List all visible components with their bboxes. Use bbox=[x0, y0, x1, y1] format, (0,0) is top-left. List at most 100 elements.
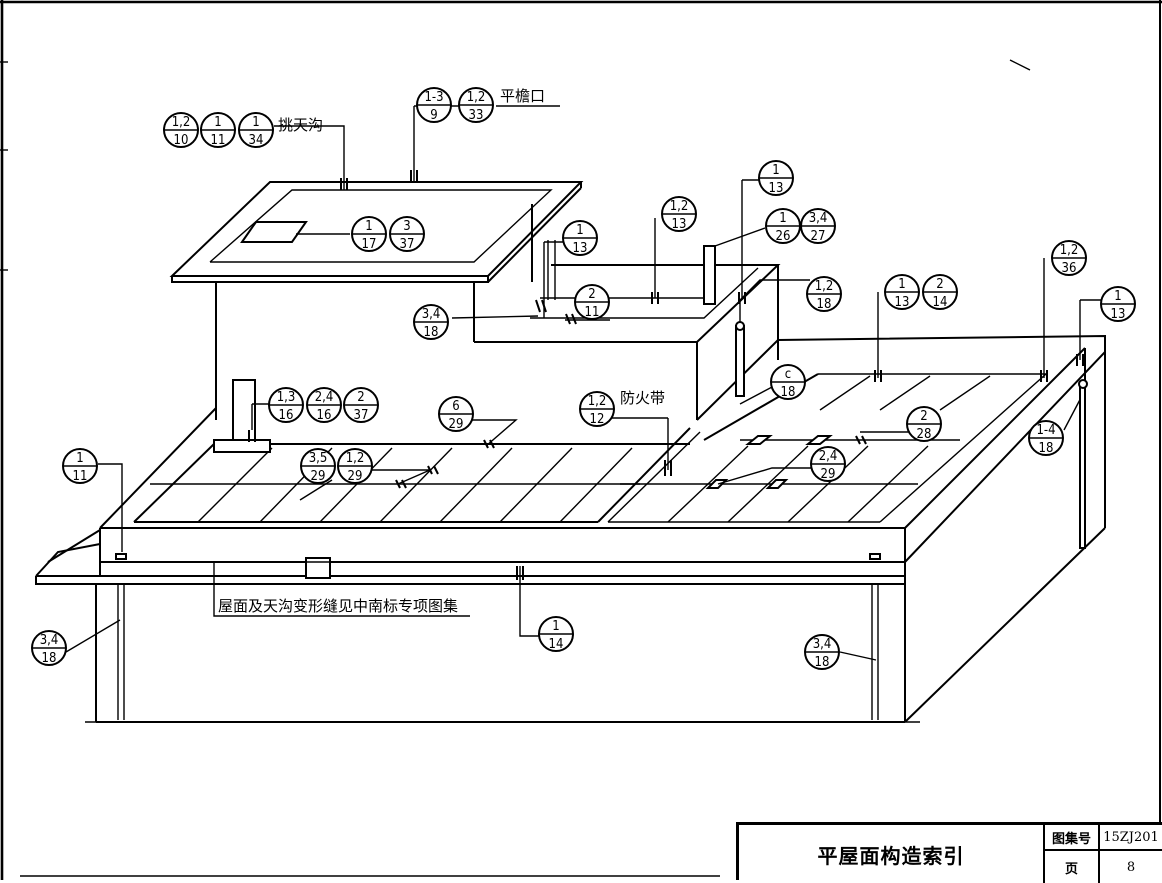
drawing-title: 平屋面构造索引 bbox=[739, 825, 1045, 883]
callout-page-no: 18 bbox=[42, 651, 57, 666]
callout-detail-no: 1 bbox=[1114, 289, 1121, 304]
callout-page-no: 29 bbox=[449, 417, 464, 432]
index-callout: 228 bbox=[906, 406, 942, 442]
index-callout: 126 bbox=[765, 208, 801, 244]
callout-page-no: 14 bbox=[933, 295, 948, 310]
index-callout: 3,418 bbox=[31, 630, 67, 666]
callout-detail-no: 2 bbox=[357, 390, 364, 405]
callout-page-no: 11 bbox=[585, 305, 600, 320]
lower-facade bbox=[35, 529, 920, 723]
index-callout: 3,529 bbox=[300, 448, 336, 484]
index-callout: 337 bbox=[389, 216, 425, 252]
callout-detail-no: 1-3 bbox=[424, 90, 443, 105]
callout-detail-no: 1,2 bbox=[467, 90, 486, 105]
index-callout: 111 bbox=[62, 448, 98, 484]
callout-detail-no: 1 bbox=[76, 451, 83, 466]
callout-detail-no: 1,2 bbox=[1060, 243, 1079, 258]
title-block: 平屋面构造索引 图集号 15ZJ201 页 8 bbox=[736, 822, 1162, 883]
callout-detail-no: 2 bbox=[588, 287, 595, 302]
left-roof bbox=[99, 379, 906, 563]
callout-page-no: 10 bbox=[174, 133, 189, 148]
roof-pipes bbox=[735, 321, 1088, 549]
callout-detail-no: 2,4 bbox=[315, 390, 334, 405]
callout-detail-no: 1,2 bbox=[815, 279, 834, 294]
callout-detail-no: 1 bbox=[214, 115, 221, 130]
index-callout: 629 bbox=[438, 396, 474, 432]
text-labels: 挑天沟 平檐口 防火带 屋面及天沟变形缝见中南标专项图集 bbox=[218, 87, 668, 615]
break-marks bbox=[248, 170, 1084, 580]
callout-page-no: 28 bbox=[917, 427, 932, 442]
index-callout: 214 bbox=[922, 274, 958, 310]
index-callout: 1-418 bbox=[1028, 420, 1064, 456]
page-value: 8 bbox=[1126, 859, 1136, 875]
index-callout: 3,427 bbox=[800, 208, 836, 244]
callout-detail-no: 1 bbox=[576, 223, 583, 238]
index-callout: 114 bbox=[538, 616, 574, 652]
index-callout: 2,429 bbox=[810, 446, 846, 482]
callout-page-no: 27 bbox=[811, 229, 826, 244]
index-callout: 1,233 bbox=[458, 87, 494, 123]
index-callout: 113 bbox=[884, 274, 920, 310]
callout-detail-no: 1,2 bbox=[172, 115, 191, 130]
eave-label: 平檐口 bbox=[500, 87, 545, 105]
firebreak-label: 防火带 bbox=[620, 389, 665, 407]
index-callout: 113 bbox=[562, 220, 598, 256]
index-callout: 3,418 bbox=[804, 634, 840, 670]
callout-detail-no: 1 bbox=[552, 619, 559, 634]
callout-page-no: 18 bbox=[1039, 441, 1054, 456]
atlas-no-label: 图集号 bbox=[1045, 825, 1100, 851]
callout-page-no: 17 bbox=[362, 237, 377, 252]
index-callout: 113 bbox=[758, 160, 794, 196]
index-callout: 1,212 bbox=[579, 391, 615, 427]
callout-detail-no: 3,4 bbox=[809, 211, 828, 226]
upper-block bbox=[169, 181, 781, 420]
callout-detail-no: 1,2 bbox=[670, 199, 689, 214]
index-callout: 1,236 bbox=[1051, 240, 1087, 276]
callout-detail-no: 6 bbox=[452, 399, 459, 414]
callout-detail-no: c bbox=[785, 367, 791, 382]
callout-page-no: 14 bbox=[549, 637, 564, 652]
callout-detail-no: 3,4 bbox=[40, 633, 59, 648]
index-callout: 237 bbox=[343, 387, 379, 423]
atlas-no-value: 15ZJ201 bbox=[1100, 825, 1162, 851]
callout-detail-no: 1,3 bbox=[277, 390, 296, 405]
callout-detail-no: 1 bbox=[365, 219, 372, 234]
callout-detail-no: 1 bbox=[898, 277, 905, 292]
callout-page-no: 37 bbox=[354, 408, 369, 423]
callout-page-no: 11 bbox=[211, 133, 226, 148]
joint-note-label: 屋面及天沟变形缝见中南标专项图集 bbox=[218, 597, 458, 615]
callout-page-no: 11 bbox=[73, 469, 88, 484]
callout-detail-no: 1-4 bbox=[1036, 423, 1055, 438]
callout-page-no: 13 bbox=[672, 217, 687, 232]
index-callout: 113 bbox=[1100, 286, 1136, 322]
callout-page-no: 18 bbox=[424, 325, 439, 340]
gutter-label: 挑天沟 bbox=[278, 116, 323, 134]
callout-page-no: 37 bbox=[400, 237, 415, 252]
index-callout: 1-39 bbox=[416, 87, 452, 123]
callout-page-no: 13 bbox=[769, 181, 784, 196]
callout-detail-no: 2 bbox=[936, 277, 943, 292]
index-callout: c 18 bbox=[770, 364, 806, 400]
index-callout: 211 bbox=[574, 284, 610, 320]
callout-detail-no: 1 bbox=[772, 163, 779, 178]
index-callout: 1,229 bbox=[337, 448, 373, 484]
index-callout: 134 bbox=[238, 112, 274, 148]
page-label: 页 bbox=[1045, 851, 1100, 883]
callout-page-no: 18 bbox=[781, 385, 796, 400]
callout-page-no: 13 bbox=[895, 295, 910, 310]
callout-detail-no: 1,2 bbox=[346, 451, 365, 466]
callout-detail-no: 1,2 bbox=[588, 394, 607, 409]
callout-page-no: 36 bbox=[1062, 261, 1077, 276]
callout-page-no: 29 bbox=[348, 469, 363, 484]
callout-page-no: 13 bbox=[573, 241, 588, 256]
callout-page-no: 34 bbox=[249, 133, 264, 148]
callout-page-no: 9 bbox=[430, 108, 437, 123]
callout-detail-no: 3,4 bbox=[813, 637, 832, 652]
callout-page-no: 18 bbox=[815, 655, 830, 670]
callout-detail-no: 3 bbox=[403, 219, 410, 234]
callout-detail-no: 1 bbox=[252, 115, 259, 130]
index-callout: 2,416 bbox=[306, 387, 342, 423]
callout-page-no: 16 bbox=[317, 408, 332, 423]
index-callout: 1,210 bbox=[163, 112, 199, 148]
